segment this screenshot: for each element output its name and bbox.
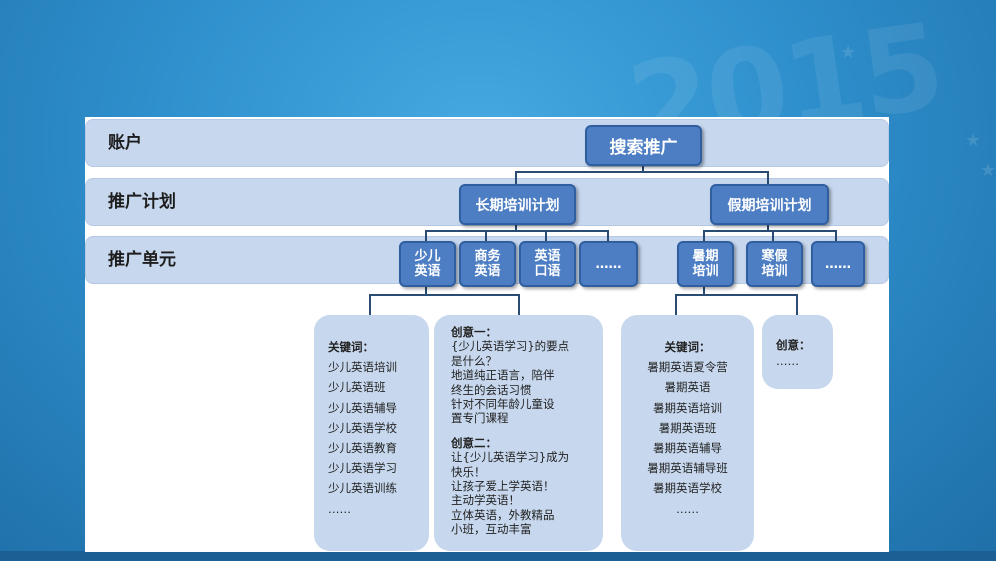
keyword-item: 少儿英语训练 — [328, 481, 397, 496]
keyword-item: …… — [676, 501, 699, 516]
connector-line — [703, 285, 705, 295]
connector-line — [545, 230, 547, 241]
keyword-item: …… — [328, 501, 351, 516]
creative-line: 是什么？ — [451, 353, 497, 368]
row-label-unit: 推广单元 — [108, 250, 176, 270]
star-decoration: ★ — [965, 130, 982, 151]
star-decoration: ★ — [980, 160, 996, 181]
unit-node-children-english: 少儿英语 — [399, 241, 456, 287]
keyword-item: 少儿英语学习 — [328, 461, 397, 476]
unit-node-more: …… — [579, 241, 638, 287]
connector-line — [772, 230, 774, 241]
connector-line — [607, 230, 609, 241]
keyword-card-summer: 关键词： 暑期英语夏令营 暑期英语 暑期英语培训 暑期英语班 暑期英语辅导 暑期… — [621, 315, 754, 551]
unit-label-line: 英语 — [414, 264, 441, 279]
connector-line — [675, 294, 798, 296]
connector-line — [425, 230, 427, 241]
row-band-account: 账户 — [85, 119, 889, 167]
connector-line — [642, 162, 644, 172]
unit-label-line: 英语 — [474, 264, 501, 279]
connector-line — [675, 294, 677, 316]
connector-line — [515, 171, 517, 184]
keyword-item: 少儿英语培训 — [328, 360, 397, 375]
star-decoration: ★ — [840, 42, 857, 63]
connector-line — [767, 171, 769, 184]
plan-node-holiday: 假期培训计划 — [710, 184, 829, 225]
plan-node-label: 长期培训计划 — [475, 197, 560, 214]
connector-line — [369, 294, 371, 316]
creative-line: 快乐！ — [451, 464, 486, 479]
keyword-item: 暑期英语学校 — [653, 481, 722, 496]
unit-node-business-english: 商务英语 — [459, 241, 516, 287]
unit-label-line: 培训 — [692, 264, 719, 279]
keyword-item: 暑期英语夏令营 — [647, 360, 728, 375]
row-label-plan: 推广计划 — [108, 192, 176, 212]
creative-line: 置专门课程 — [451, 411, 509, 426]
root-node-label: 搜索推广 — [609, 138, 678, 158]
keyword-item: 少儿英语辅导 — [328, 400, 397, 415]
unit-label-line: 商务 — [474, 249, 501, 264]
unit-label-line: 寒假 — [761, 249, 788, 264]
plan-node-long-term: 长期培训计划 — [459, 184, 576, 225]
connector-line — [369, 294, 520, 296]
connector-line — [425, 230, 609, 232]
unit-node-more: …… — [811, 241, 865, 287]
creative-line: 小班，互动丰富 — [451, 522, 532, 537]
unit-node-oral-english: 英语口语 — [519, 241, 576, 287]
card-heading: 创意： — [776, 338, 811, 352]
connector-line — [515, 171, 769, 173]
unit-label-line: 培训 — [761, 264, 788, 279]
unit-node-winter-training: 寒假培训 — [746, 241, 803, 287]
connector-line — [518, 294, 520, 316]
creative-line: 终生的会话习惯 — [451, 382, 532, 397]
keyword-item: 暑期英语班 — [658, 420, 717, 435]
keyword-item: 暑期英语辅导 — [653, 441, 722, 456]
creative-card-children: 创意一： {少儿英语学习}的要点 是什么？ 地道纯正语言，陪伴 终生的会话习惯 … — [434, 315, 603, 551]
unit-label-line: 少儿 — [414, 249, 441, 264]
keyword-item: 暑期英语培训 — [653, 400, 722, 415]
creative-line: 针对不同年龄儿童设 — [451, 397, 555, 412]
keyword-item: 暑期英语辅导班 — [647, 461, 728, 476]
card-heading: 关键词： — [328, 340, 374, 354]
card-heading: 关键词： — [664, 340, 711, 354]
connector-line — [835, 230, 837, 241]
row-label-account: 账户 — [108, 133, 142, 153]
unit-label-line: …… — [825, 256, 851, 272]
connector-line — [515, 221, 517, 231]
unit-label-line: 口语 — [534, 264, 561, 279]
connector-line — [767, 221, 769, 231]
card-heading: 创意二： — [451, 435, 497, 450]
creative-line: 立体英语，外教精品 — [451, 507, 555, 522]
card-heading: 创意一： — [451, 325, 497, 339]
root-node-search-promotion: 搜索推广 — [585, 125, 702, 166]
connector-line — [703, 230, 837, 232]
connector-line — [485, 230, 487, 241]
unit-label-line: 暑期 — [692, 249, 719, 264]
creative-line: …… — [776, 354, 799, 368]
connector-line — [703, 230, 705, 241]
unit-label-line: …… — [595, 256, 622, 272]
plan-node-label: 假期培训计划 — [727, 197, 812, 214]
creative-card-summer: 创意： …… — [762, 315, 833, 389]
connector-line — [425, 285, 427, 295]
unit-label-line: 英语 — [534, 249, 561, 264]
connector-line — [796, 294, 798, 316]
keyword-item: 少儿英语班 — [328, 380, 386, 395]
creative-line: 地道纯正语言，陪伴 — [451, 368, 555, 383]
creative-line: 让{少儿英语学习}成为 — [451, 450, 570, 465]
unit-node-summer-training: 暑期培训 — [677, 241, 734, 287]
keyword-item: 少儿英语学校 — [328, 420, 397, 435]
keyword-item: 暑期英语 — [664, 380, 711, 395]
creative-line: 主动学英语！ — [451, 493, 520, 508]
keyword-card-children: 关键词： 少儿英语培训 少儿英语班 少儿英语辅导 少儿英语学校 少儿英语教育 少… — [314, 315, 429, 551]
creative-line: 让孩子爱上学英语！ — [451, 479, 555, 494]
creative-line: {少儿英语学习}的要点 — [451, 339, 570, 354]
keyword-item: 少儿英语教育 — [328, 441, 397, 456]
